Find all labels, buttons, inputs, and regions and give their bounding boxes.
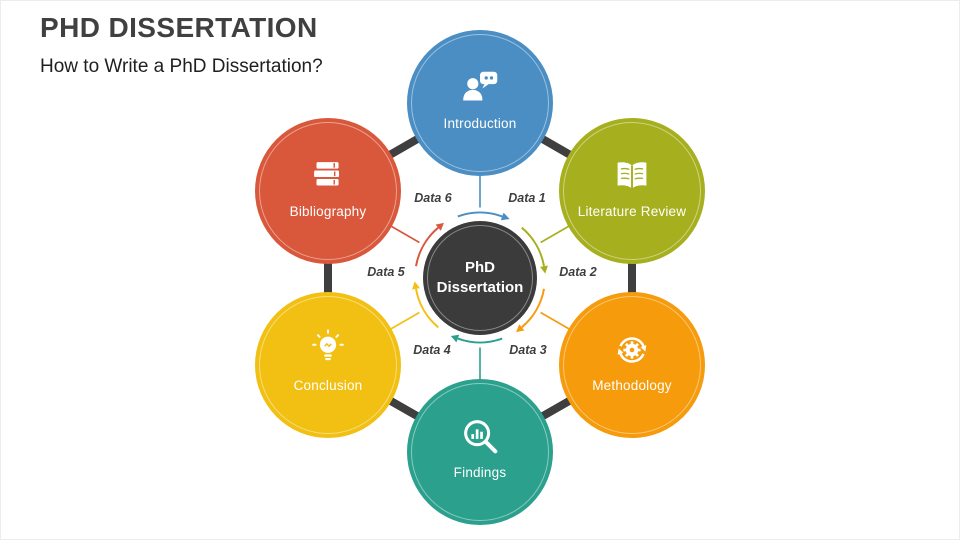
data-label-2: Data 2	[559, 265, 597, 279]
rotation-arc-literature-review	[521, 226, 545, 267]
page-subtitle: How to Write a PhD Dissertation?	[40, 56, 323, 77]
node-label-conclusion: Conclusion	[293, 378, 363, 393]
rotation-arrowhead-findings	[450, 334, 460, 343]
rotation-arrowhead-introduction	[500, 212, 510, 221]
rotation-arc-bibliography	[415, 226, 439, 267]
center-hub-line1: PhD	[465, 258, 495, 276]
rotation-arc-introduction	[457, 211, 503, 218]
node-methodology: Methodology	[559, 292, 705, 438]
search-chart-icon	[457, 414, 503, 460]
page-title: PHD DISSERTATION	[40, 12, 318, 43]
node-label-bibliography: Bibliography	[289, 204, 367, 219]
connector-line-bibliography	[390, 225, 420, 244]
books-stack-icon	[305, 153, 351, 199]
rotation-arrowhead-bibliography	[435, 222, 444, 231]
rotation-arc-findings	[457, 337, 503, 344]
presentation-chat-icon	[457, 65, 503, 111]
center-hub-line2: Dissertation	[436, 279, 524, 296]
data-label-4: Data 4	[413, 343, 451, 357]
connector-line-literature-review	[540, 225, 570, 244]
node-bibliography: Bibliography	[255, 118, 401, 264]
rotation-arc-conclusion	[415, 288, 439, 329]
center-hub: PhD Dissertation	[423, 221, 537, 335]
connector-line-conclusion	[390, 311, 420, 330]
node-label-findings: Findings	[453, 465, 507, 480]
node-literature-review: Literature Review	[559, 118, 705, 264]
rotation-arrowhead-methodology	[516, 324, 525, 333]
node-label-literature-review: Literature Review	[577, 204, 687, 219]
node-label-methodology: Methodology	[592, 378, 672, 393]
data-label-3: Data 3	[509, 343, 547, 357]
rotation-arrowhead-literature-review	[540, 265, 548, 274]
connector-line-methodology	[540, 311, 570, 330]
node-findings: Findings	[407, 379, 553, 525]
node-introduction: Introduction	[407, 30, 553, 176]
gear-sync-icon	[609, 327, 655, 373]
node-conclusion: Conclusion	[255, 292, 401, 438]
open-book-icon	[609, 153, 655, 199]
idea-bulb-icon	[305, 327, 351, 373]
node-label-introduction: Introduction	[443, 116, 517, 131]
data-label-6: Data 6	[414, 191, 452, 205]
rotation-arc-methodology	[521, 288, 545, 329]
data-label-5: Data 5	[367, 265, 405, 279]
rotation-arrowhead-conclusion	[412, 281, 420, 290]
data-label-1: Data 1	[508, 191, 546, 205]
